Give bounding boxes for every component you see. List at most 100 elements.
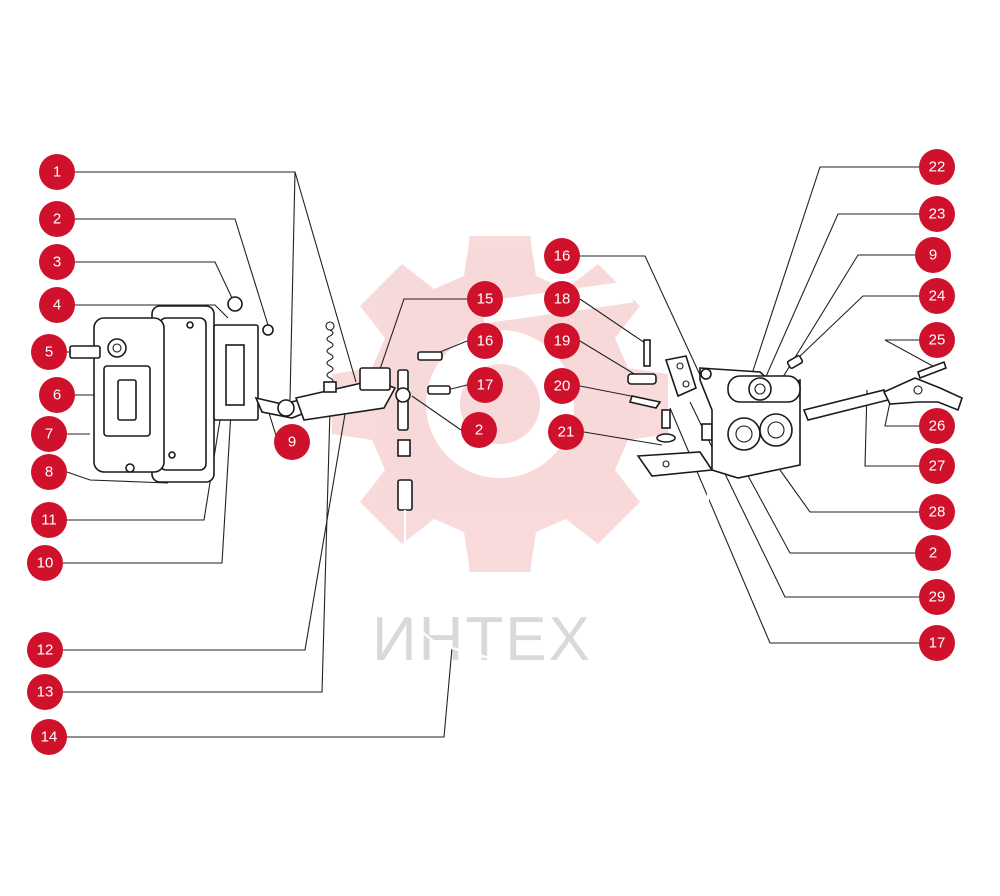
callout-label: 20 [554,378,571,395]
callout-label: 9 [288,434,296,451]
callout-circle [27,674,63,710]
callout-circle [919,579,955,615]
callout-circle [467,323,503,359]
callout-circle [915,237,951,273]
callout-20: 20 [544,368,580,404]
callout-24: 24 [919,278,955,314]
callout-15: 15 [467,281,503,317]
callout-17: 17 [919,625,955,661]
callout-circle [919,625,955,661]
callout-circle [919,408,955,444]
callout-circle [31,502,67,538]
callout-18: 18 [544,281,580,317]
callout-21: 21 [548,414,584,450]
callout-27: 27 [919,448,955,484]
callout-label: 16 [554,248,571,265]
callout-circle [919,278,955,314]
callout-label: 7 [45,426,53,443]
callout-label: 11 [41,512,57,529]
callout-2: 2 [461,412,497,448]
callout-label: 22 [929,159,946,176]
callout-circle [919,196,955,232]
callout-19: 19 [544,323,580,359]
callout-label: 4 [53,297,61,314]
callout-1: 1 [39,154,75,190]
callout-circle [548,414,584,450]
callout-2: 2 [39,201,75,237]
callout-label: 16 [477,333,494,350]
callout-circle [39,201,75,237]
callout-28: 28 [919,494,955,530]
callout-label: 23 [929,206,946,223]
callout-17: 17 [467,367,503,403]
callout-label: 2 [475,422,483,439]
callout-circle [467,367,503,403]
callout-8: 8 [31,454,67,490]
callout-label: 15 [477,291,494,308]
callout-23: 23 [919,196,955,232]
callout-2: 2 [915,535,951,571]
callout-11: 11 [31,502,67,538]
callout-29: 29 [919,579,955,615]
callout-7: 7 [31,416,67,452]
callout-label: 17 [477,377,494,394]
callout-25: 25 [919,322,955,358]
callout-label: 2 [929,545,937,562]
callout-12: 12 [27,632,63,668]
lock-housing-assembly [69,296,314,483]
callout-label: 5 [45,344,53,361]
callout-label: 10 [37,555,54,572]
callout-label: 19 [554,333,571,350]
callout-circle [31,454,67,490]
callout-4: 4 [39,287,75,323]
callout-26: 26 [919,408,955,444]
callout-circle [467,281,503,317]
callout-label: 9 [929,247,937,264]
callout-circle [544,281,580,317]
callout-label: 21 [558,424,575,441]
callout-16: 16 [467,323,503,359]
callout-label: 12 [37,642,54,659]
callout-22: 22 [919,149,955,185]
callout-circle [31,719,67,755]
callout-6: 6 [39,377,75,413]
small-parts-group [627,339,714,477]
callout-circle [39,154,75,190]
lever-spring-cable [294,321,710,704]
callout-label: 13 [37,684,54,701]
callout-label: 8 [45,464,53,481]
callout-9: 9 [915,237,951,273]
actuator-bracket-assembly [699,354,963,479]
callout-circle [27,545,63,581]
callout-label: 2 [53,211,61,228]
callout-9: 9 [274,424,310,460]
callout-circle [461,412,497,448]
callout-label: 17 [929,635,946,652]
callout-label: 3 [53,254,61,271]
callout-16: 16 [544,238,580,274]
callout-circle [31,416,67,452]
callout-label: 29 [929,589,946,606]
callout-circle [919,322,955,358]
callout-circle [919,149,955,185]
callout-badges: 1234567811101213149151617216181920212223… [27,149,955,755]
callout-3: 3 [39,244,75,280]
callout-label: 14 [41,729,58,746]
callout-circle [39,244,75,280]
callout-label: 6 [53,387,61,404]
callout-label: 18 [554,291,571,308]
callout-10: 10 [27,545,63,581]
watermark-text: ИНТЕХ [372,605,592,674]
callout-circle [915,535,951,571]
callout-5: 5 [31,334,67,370]
callout-circle [919,448,955,484]
callout-circle [919,494,955,530]
callout-label: 26 [929,418,946,435]
callout-circle [31,334,67,370]
callout-circle [544,368,580,404]
callout-circle [39,287,75,323]
callout-circle [39,377,75,413]
callout-label: 1 [53,164,61,181]
callout-circle [544,323,580,359]
